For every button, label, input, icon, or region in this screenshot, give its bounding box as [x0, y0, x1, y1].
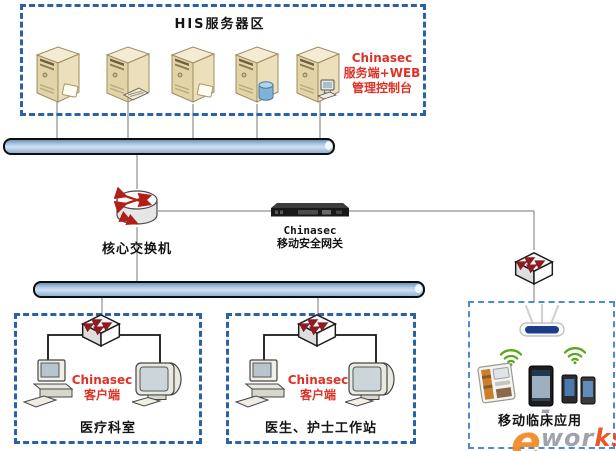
medical-dept-label: 医疗科室 [79, 421, 136, 436]
product-line: Chinasec [351, 51, 413, 65]
lan-switch-icon [295, 311, 339, 348]
product-line: Chinasec [287, 373, 349, 387]
product-line: 客户端 [83, 388, 120, 402]
chinasec-client-label: Chinasec 客户端 [68, 373, 136, 403]
watermark-mid: -wor [540, 396, 595, 451]
database-icon [257, 80, 275, 102]
core-switch-router-icon [114, 187, 160, 229]
security-gateway-appliance-icon [270, 202, 350, 219]
wireless-router-icon [516, 303, 568, 341]
chinasec-client-label: Chinasec 客户端 [284, 373, 352, 403]
card-icon [195, 83, 215, 99]
workstation-label: 医生、护士工作站 [264, 421, 377, 436]
gateway-label-line: Chinasec [283, 224, 337, 237]
product-line: 客户端 [299, 388, 336, 402]
medical-dept-box: 医疗科室 [14, 313, 202, 444]
product-line: Chinasec [71, 373, 133, 387]
lan-switch-icon [512, 249, 556, 286]
keyboard-icon [122, 86, 150, 101]
his-server-area-title: HIS服务器区 [174, 17, 266, 32]
watermark-e: e [511, 417, 541, 451]
core-switch-label: 核心交换机 [101, 242, 172, 257]
workstation-box: 医生、护士工作站 [226, 313, 416, 444]
product-line: 管理控制台 [351, 81, 412, 95]
product-line: 服务端+WEB [343, 66, 421, 80]
crt-monitor-icon [132, 360, 184, 408]
crt-monitor-icon [345, 360, 397, 408]
wifi-signal-icon [560, 343, 590, 365]
card-icon [60, 83, 80, 99]
mobile-clinical-box [468, 301, 615, 449]
chinasec-server-product-label: Chinasec 服务端+WEB 管理控制台 [343, 51, 421, 96]
watermark-end: ks [594, 424, 616, 451]
eworks-watermark: e-works [511, 396, 616, 451]
backbone-bus-top [3, 138, 335, 155]
gateway-label-line: 移动安全网关 [277, 237, 343, 250]
lan-switch-icon [79, 311, 123, 348]
his-server-area-box [20, 4, 426, 116]
backbone-bus-bottom [33, 281, 425, 298]
gateway-label: Chinasec 移动安全网关 [264, 224, 356, 250]
mobile-clinical-label: 移动临床应用 [497, 414, 582, 429]
mini-pc-icon [316, 78, 340, 102]
